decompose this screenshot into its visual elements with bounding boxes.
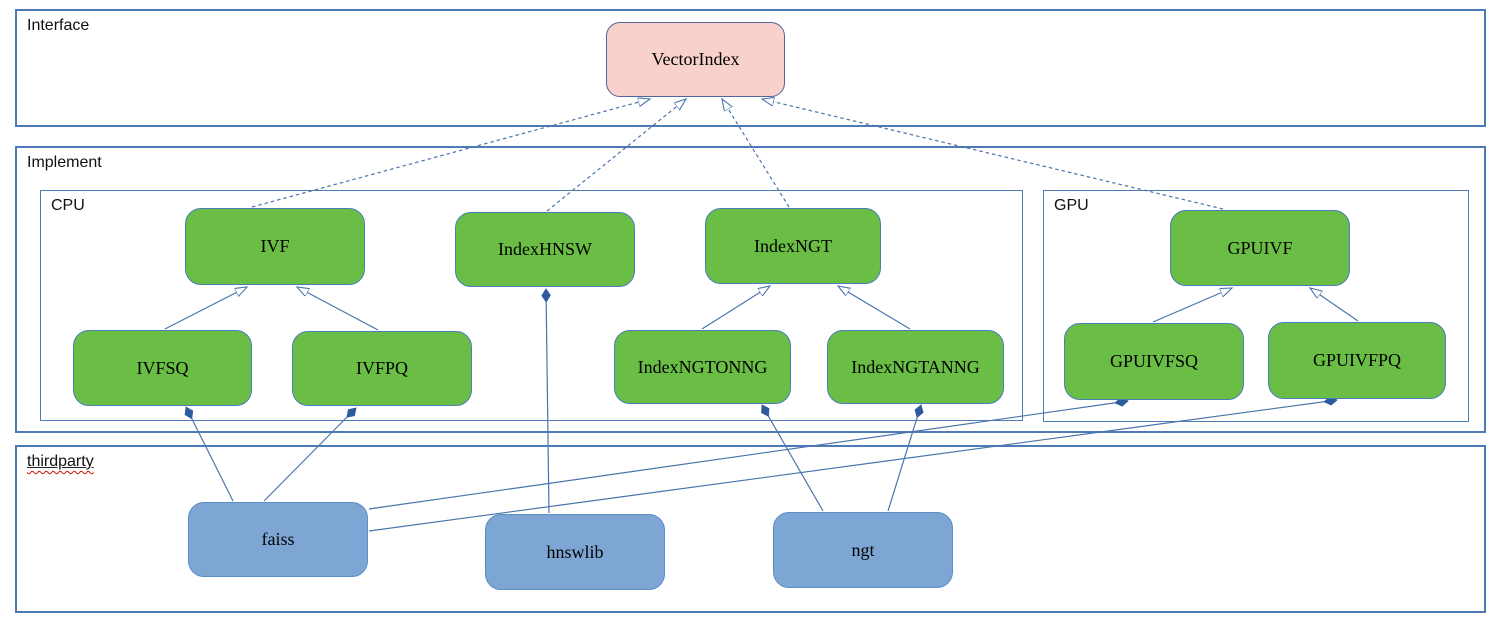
node-ivf-label: IVF [260,236,290,256]
implement-section-label: Implement [27,154,102,171]
node-ivf: IVF [185,208,365,285]
node-gpuivfpq: GPUIVFPQ [1268,322,1446,399]
gpu-section: GPU [1043,190,1469,422]
node-indexngtanng-label: IndexNGTANNG [851,356,980,377]
edge-gpuivfpq-gpuivf [1310,288,1359,322]
node-gpuivfsq: GPUIVFSQ [1064,323,1244,400]
edge-indexhnsw-vectorindex [546,99,686,212]
node-indexngtanng: IndexNGTANNG [827,330,1004,404]
edge-faiss-ivfpq [263,408,356,502]
node-ivfsq-label: IVFSQ [136,357,189,378]
node-vectorindex-label: VectorIndex [651,49,740,69]
edge-faiss-gpuivfpq [368,400,1337,532]
edge-indexngtonng-indexngt [701,286,770,330]
node-ngt-label: ngt [851,539,875,560]
interface-section: Interface [15,9,1486,127]
node-indexngt: IndexNGT [705,208,881,284]
node-faiss: faiss [188,502,368,577]
node-ivfsq: IVFSQ [73,330,252,406]
gpu-section-label: GPU [1054,197,1089,214]
edge-faiss-ivfsq [186,407,234,502]
edge-hnswlib-indexhnsw [546,289,549,514]
node-gpuivfsq-label: GPUIVFSQ [1109,351,1199,371]
thirdparty-section-label: thirdparty [27,453,94,470]
node-gpuivf: GPUIVF [1170,210,1350,286]
edge-gpuivfsq-gpuivf [1152,288,1232,323]
thirdparty-section: thirdparty [15,445,1486,613]
node-indexhnsw: IndexHNSW [455,212,635,287]
node-ngt: ngt [773,512,953,588]
implement-section: Implement [15,146,1486,433]
node-indexhnsw-label: IndexHNSW [498,239,592,259]
node-indexngt-label: IndexNGT [754,235,832,256]
node-indexngtonng: IndexNGTONNG [614,330,791,404]
edge-gpuivf-vectorindex [762,99,1224,210]
edge-ivfsq-ivf [164,287,247,330]
node-indexngtonng-label: IndexNGTONNG [637,356,768,377]
node-vectorindex: VectorIndex [606,22,785,97]
edge-faiss-gpuivfsq [368,401,1128,510]
edge-indexngtanng-indexngt [838,286,911,330]
edge-ivfpq-ivf [297,287,379,331]
edge-ivf-vectorindex [251,99,650,208]
node-hnswlib-label: hnswlib [546,541,604,562]
node-hnswlib: hnswlib [485,514,665,590]
cpu-section: CPU [40,190,1023,421]
node-faiss-label: faiss [261,529,295,549]
cpu-section-label: CPU [51,197,85,214]
interface-section-label: Interface [27,17,90,34]
node-gpuivfpq-label: GPUIVFPQ [1312,350,1402,370]
edge-ngt-indexngtonng [762,405,824,512]
node-ivfpq-label: IVFPQ [355,358,408,378]
edge-indexngt-vectorindex [722,99,790,208]
node-gpuivf-label: GPUIVF [1227,237,1293,258]
node-ivfpq: IVFPQ [292,331,472,406]
edge-ngt-indexngtanng [887,405,921,512]
